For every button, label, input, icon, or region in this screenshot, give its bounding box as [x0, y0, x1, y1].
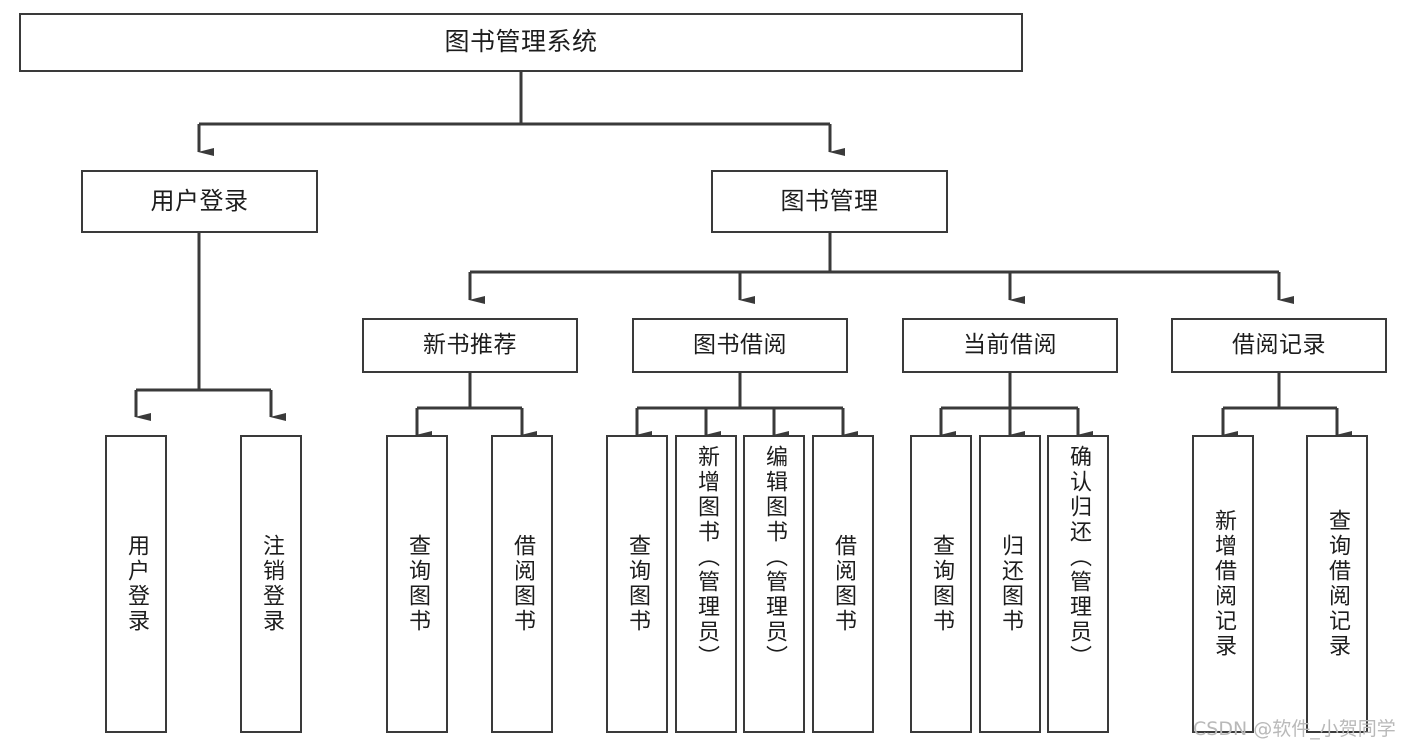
leaf-current-borrow-query[interactable]: 查询图书 [910, 435, 972, 733]
leaf-current-borrow-query-label: 查询图书 [929, 534, 954, 634]
leaf-book-borrow-lend[interactable]: 借阅图书 [812, 435, 874, 733]
leaf-current-borrow-return-label: 归还图书 [998, 534, 1023, 634]
leaf-book-borrow-edit-label: 编辑图书（管理员） [762, 445, 787, 670]
node-current-borrow-label: 当前借阅 [963, 332, 1057, 359]
leaf-borrow-record-add[interactable]: 新增借阅记录 [1192, 435, 1254, 733]
leaf-book-borrow-edit[interactable]: 编辑图书（管理员） [743, 435, 805, 733]
leaf-borrow-record-add-label: 新增借阅记录 [1211, 509, 1236, 659]
leaf-current-borrow-confirm-label: 确认归还（管理员） [1066, 445, 1091, 670]
leaf-book-borrow-add[interactable]: 新增图书（管理员） [675, 435, 737, 733]
node-borrow-record[interactable]: 借阅记录 [1171, 318, 1387, 373]
leaf-current-borrow-confirm[interactable]: 确认归还（管理员） [1047, 435, 1109, 733]
leaf-book-borrow-query[interactable]: 查询图书 [606, 435, 668, 733]
leaf-new-book-query[interactable]: 查询图书 [386, 435, 448, 733]
leaf-new-book-query-label: 查询图书 [405, 534, 430, 634]
node-user-login-label: 用户登录 [150, 186, 249, 215]
node-new-book-recommend-label: 新书推荐 [423, 332, 517, 359]
leaf-book-borrow-lend-label: 借阅图书 [831, 534, 856, 634]
node-root-system[interactable]: 图书管理系统 [19, 13, 1023, 72]
leaf-user-login-logout-label: 注销登录 [259, 534, 284, 634]
node-borrow-record-label: 借阅记录 [1232, 332, 1326, 359]
leaf-new-book-borrow[interactable]: 借阅图书 [491, 435, 553, 733]
leaf-book-borrow-add-label: 新增图书（管理员） [694, 445, 719, 670]
node-user-login[interactable]: 用户登录 [81, 170, 318, 233]
node-book-management-label: 图书管理 [780, 186, 879, 215]
leaf-borrow-record-query-label: 查询借阅记录 [1325, 509, 1350, 659]
node-book-borrow-label: 图书借阅 [693, 332, 787, 359]
leaf-current-borrow-return[interactable]: 归还图书 [979, 435, 1041, 733]
leaf-user-login-login[interactable]: 用户登录 [105, 435, 167, 733]
leaf-borrow-record-query[interactable]: 查询借阅记录 [1306, 435, 1368, 733]
node-root-label: 图书管理系统 [444, 27, 598, 57]
node-book-management[interactable]: 图书管理 [711, 170, 948, 233]
leaf-user-login-logout[interactable]: 注销登录 [240, 435, 302, 733]
leaf-book-borrow-query-label: 查询图书 [625, 534, 650, 634]
leaf-user-login-login-label: 用户登录 [124, 534, 149, 634]
node-book-borrow[interactable]: 图书借阅 [632, 318, 848, 373]
node-new-book-recommend[interactable]: 新书推荐 [362, 318, 578, 373]
node-current-borrow[interactable]: 当前借阅 [902, 318, 1118, 373]
leaf-new-book-borrow-label: 借阅图书 [510, 534, 535, 634]
